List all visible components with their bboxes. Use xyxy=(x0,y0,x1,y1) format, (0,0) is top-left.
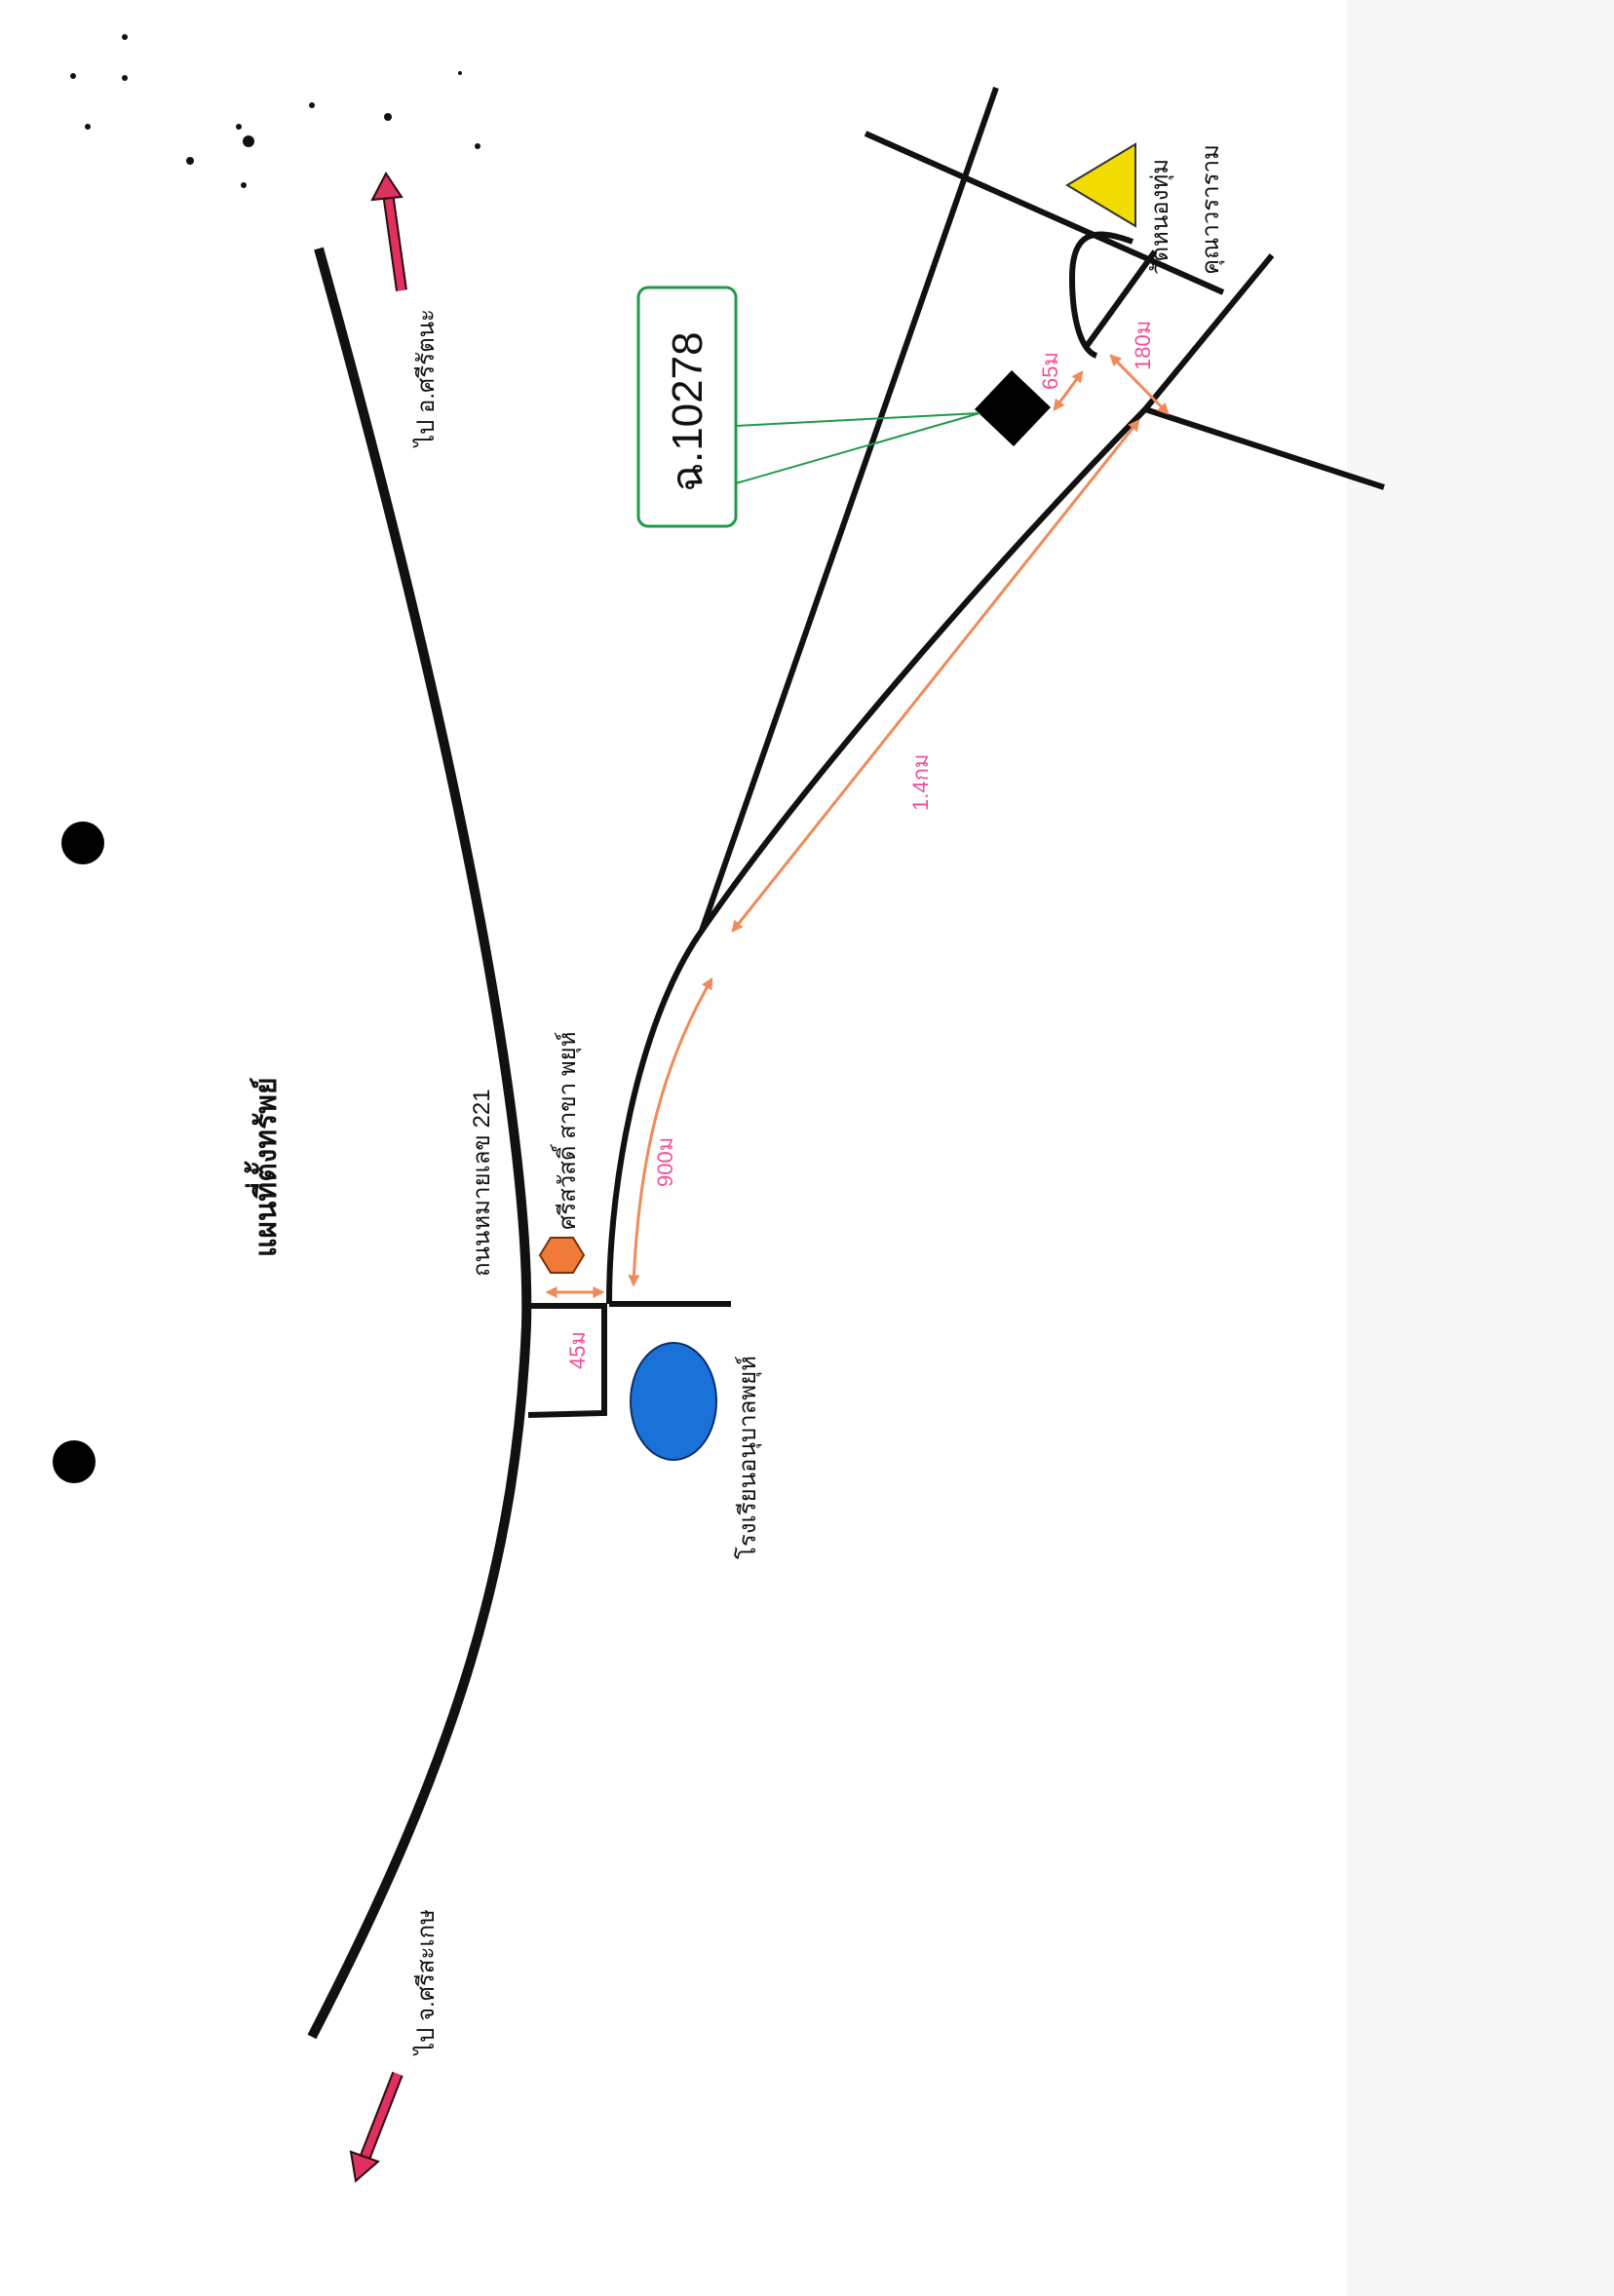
road-junction-ne xyxy=(1142,253,1275,411)
temple-loop-spur xyxy=(1084,249,1158,348)
temple-label-line1: วัดหนองทุ่ม xyxy=(1147,159,1174,275)
arrow-south-icon xyxy=(349,2071,404,2183)
map-title: แผนที่ตั้งทรัพย์ xyxy=(244,1077,283,1257)
page-edge-shade xyxy=(1347,0,1614,2296)
village-road xyxy=(606,406,1148,1305)
property-label: ฉ.10278 xyxy=(664,331,711,492)
measure-900m xyxy=(628,976,713,1287)
road-upper-cross xyxy=(864,131,1225,295)
road-name-label: ถนนหมายเลข 221 xyxy=(469,1089,495,1277)
school-ellipse-icon xyxy=(630,1342,717,1461)
direction-south-label: ไป จ.ศรีสะเกษ xyxy=(412,1909,440,2056)
property-diamond-icon xyxy=(975,370,1051,446)
school-label: โรงเรียนอนุบาลพยุห์ xyxy=(734,1356,762,1559)
distance-label-65m: 65ม xyxy=(1038,352,1062,390)
scan-speckles xyxy=(70,34,480,188)
distance-label-1400m: 1.4กม xyxy=(908,754,933,811)
punch-hole-icon xyxy=(53,1440,96,1483)
property-callout-box xyxy=(636,286,738,528)
arrow-north-icon xyxy=(370,172,407,291)
bank-label: ศรีสวัสดิ์ สาขา พยุห์ xyxy=(550,1031,582,1230)
callout-pointer-line-2 xyxy=(735,412,980,484)
callout-pointer-line-1 xyxy=(735,412,980,427)
bank-hexagon-icon xyxy=(538,1237,586,1274)
distance-label-180m: 180ม xyxy=(1131,321,1155,370)
direction-north-label: ไป อ.ศรีรัตนะ xyxy=(412,309,440,448)
road-junction-se xyxy=(1144,406,1385,490)
measure-180m xyxy=(1109,354,1170,415)
school-access-road xyxy=(527,1303,607,1418)
distance-label-900m: 900ม xyxy=(653,1137,677,1187)
temple-loop-road xyxy=(1068,231,1134,359)
measure-1400m xyxy=(731,419,1140,933)
punch-hole-icon xyxy=(61,822,104,864)
north-road xyxy=(699,87,999,932)
measure-65m xyxy=(1053,370,1084,411)
temple-label-line2: คุณาวราราม xyxy=(1198,144,1225,275)
distance-label-45m: 45ม xyxy=(565,1331,590,1369)
highway-221 xyxy=(307,247,532,2040)
temple-triangle-icon xyxy=(1065,142,1136,228)
